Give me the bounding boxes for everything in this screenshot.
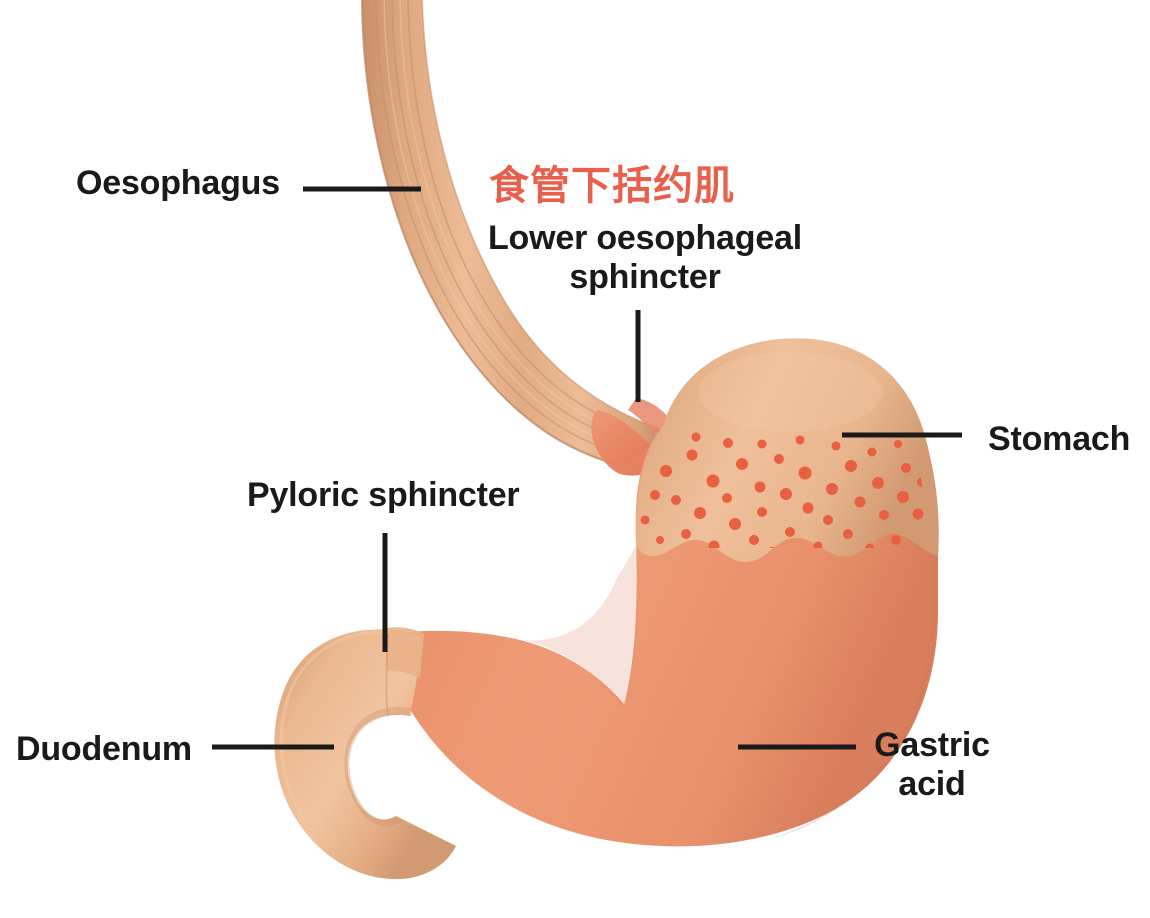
label-pyloric-sphincter: Pyloric sphincter	[247, 476, 520, 514]
label-lower-oesophageal-sphincter-chinese: 食管下括约肌	[489, 163, 735, 209]
leader-lines	[212, 186, 962, 750]
label-lower-oesophageal-sphincter: Lower oesophageal sphincter	[487, 219, 802, 297]
label-gastric-acid: Gastric acid	[874, 726, 990, 804]
label-duodenum: Duodenum	[16, 730, 192, 768]
label-stomach: Stomach	[988, 420, 1131, 458]
duodenum-organ	[274, 627, 456, 880]
gastric-acid-bubbles	[640, 432, 925, 548]
label-oesophagus: Oesophagus	[76, 164, 280, 202]
oesophagus-organ	[361, 0, 669, 467]
